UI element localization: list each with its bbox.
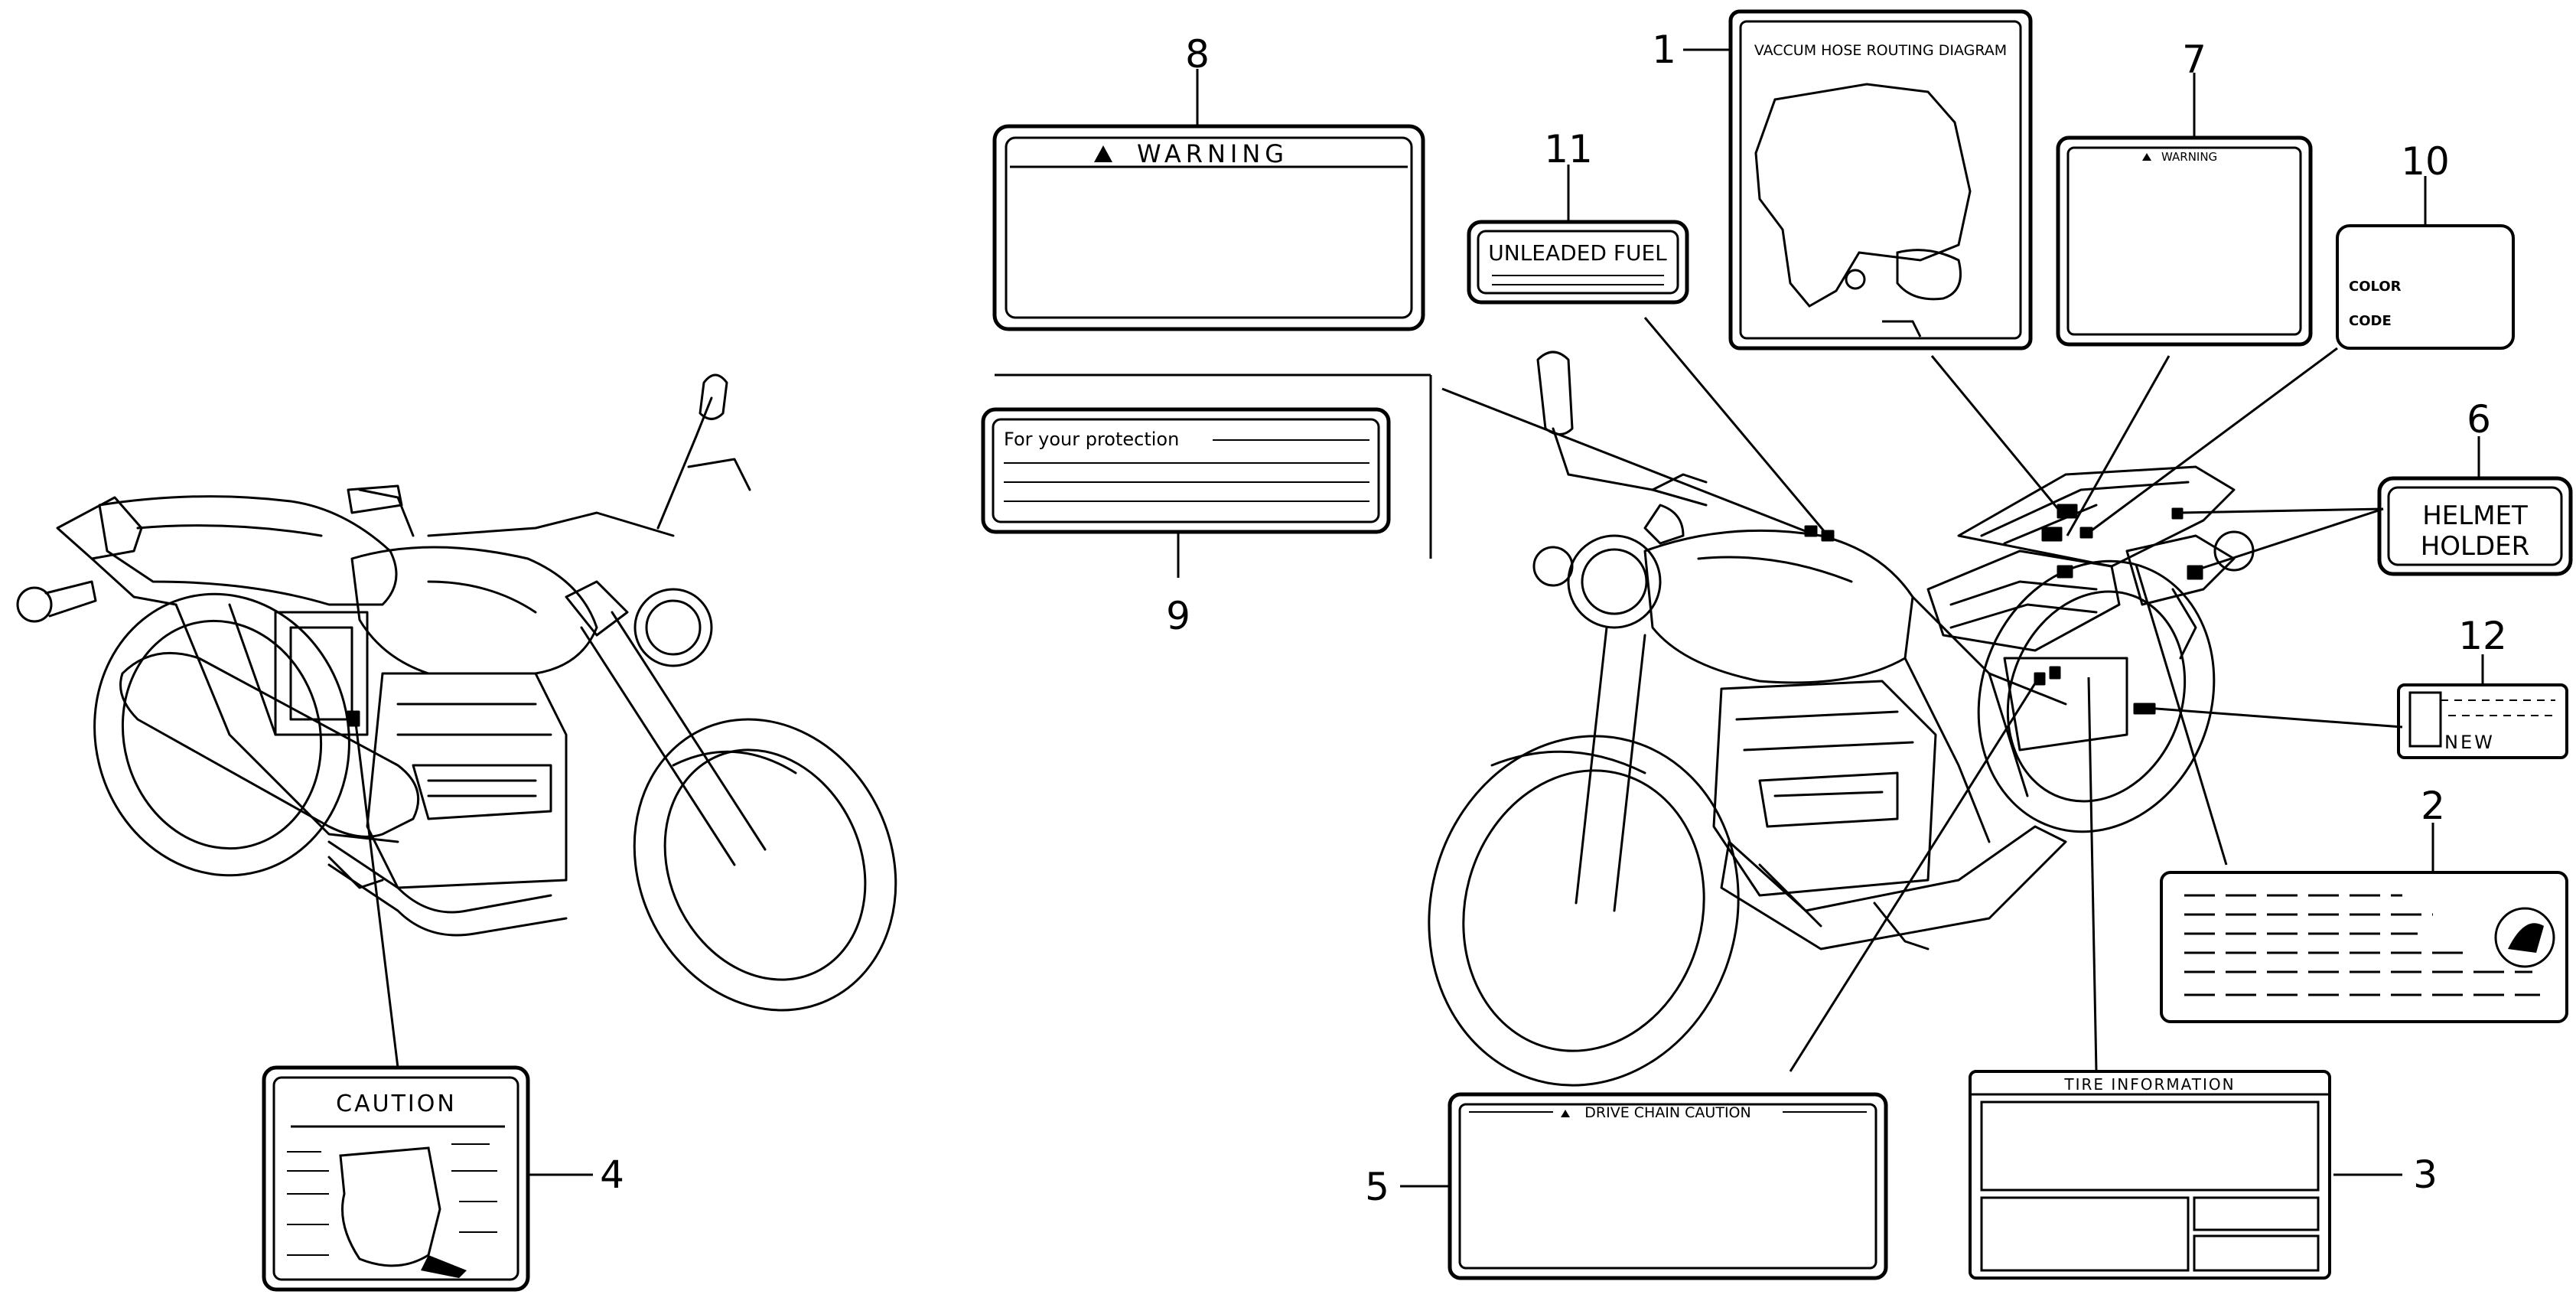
color-text: COLOR [2349,279,2402,295]
callout-12: 12 [2458,614,2507,658]
callout-8: 8 [1185,32,1210,77]
warning-large-text: WARNING [1137,139,1288,168]
label-drive-chain: DRIVE CHAIN CAUTION [1448,1092,1888,1280]
label-new: NEW [2397,683,2568,759]
label-unleaded-fuel: UNLEADED FUEL [1467,220,1689,305]
label-tire-info: TIRE INFORMATION [1969,1070,2331,1280]
label-warning-small: WARNING [2056,135,2313,347]
callout-7: 7 [2182,37,2206,82]
callout-2: 2 [2421,784,2445,828]
callout-numbers: 1 7 8 10 11 6 9 12 2 4 5 3 [600,28,2507,1209]
label-protection: For your protection [981,407,1391,534]
callout-4: 4 [600,1153,624,1197]
callout-6: 6 [2467,397,2491,442]
callout-9: 9 [1166,594,1190,638]
unleaded-fuel-text: UNLEADED FUEL [1488,240,1667,266]
callout-3: 3 [2413,1153,2438,1197]
helmet-text: HELMET [2422,501,2528,531]
caution-text: CAUTION [336,1091,457,1117]
label-information [2160,871,2568,1023]
holder-text: HOLDER [2421,531,2530,562]
code-text: CODE [2349,313,2392,329]
vacuum-hose-text: VACCUM HOSE ROUTING DIAGRAM [1754,42,2007,59]
motorcycle-left [16,373,897,1012]
protection-text: For your protection [1004,429,1179,450]
tire-info-text: TIRE INFORMATION [2063,1075,2235,1094]
label-caution: CAUTION [262,1065,530,1292]
callout-11: 11 [1544,127,1593,171]
wing-logo-icon [2494,907,2555,968]
warning-small-text: WARNING [2161,150,2217,164]
drive-chain-text: DRIVE CHAIN CAUTION [1584,1104,1750,1121]
leader-lines [354,48,2484,1188]
info-text-lines [2184,894,2540,996]
callout-5: 5 [1365,1165,1389,1209]
label-warning-large: WARNING [992,124,1425,331]
callout-1: 1 [1652,28,1676,72]
label-vacuum-hose: VACCUM HOSE ROUTING DIAGRAM [1728,9,2033,351]
callout-10: 10 [2401,139,2450,184]
new-text: NEW [2444,732,2495,753]
label-helmet-holder: HELMET HOLDER [2377,476,2573,576]
motorcycle-right [1428,351,2255,1087]
label-color-code: COLOR CODE [2336,224,2515,350]
